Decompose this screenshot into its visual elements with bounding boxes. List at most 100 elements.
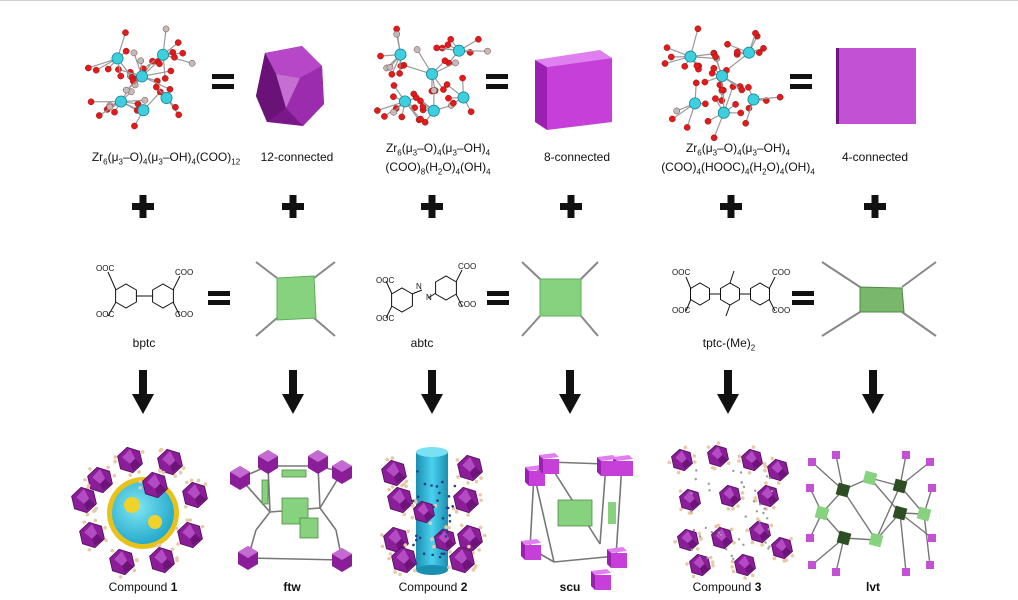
node-label-12-connected: 12-connected bbox=[260, 150, 334, 164]
linker-name-bptc: bptc bbox=[132, 336, 156, 350]
linker-atom bbox=[764, 541, 767, 544]
cuboctahedron-node bbox=[258, 450, 278, 474]
oxygen-atom bbox=[386, 64, 394, 71]
oxygen-atom bbox=[421, 118, 429, 126]
linker-atom bbox=[737, 538, 741, 541]
net-edge bbox=[869, 477, 901, 514]
linker-atom bbox=[446, 506, 450, 510]
zr-polyhedron bbox=[109, 548, 139, 579]
oxygen-atom bbox=[92, 66, 100, 74]
cuboctahedron-node bbox=[332, 548, 352, 572]
linker-atom bbox=[704, 526, 708, 530]
oxygen-atom bbox=[393, 30, 401, 38]
square-cluster-node bbox=[806, 484, 814, 492]
square-cluster-node bbox=[806, 534, 814, 542]
square-cluster-node bbox=[928, 484, 936, 492]
zr-polyhedron bbox=[447, 544, 478, 574]
square-linker-node-dark bbox=[892, 505, 908, 521]
linker-atom bbox=[412, 543, 415, 547]
linker-atom bbox=[730, 554, 734, 558]
linker-atom bbox=[442, 552, 446, 556]
linker-atom bbox=[416, 495, 420, 499]
oxygen-atom bbox=[430, 87, 438, 94]
equals-sign bbox=[790, 74, 812, 89]
node-label-4-connected: 4-connected bbox=[841, 150, 909, 164]
down-arrow bbox=[132, 370, 154, 414]
square-cluster-node bbox=[928, 534, 936, 542]
oxygen-atom bbox=[756, 49, 763, 56]
oxygen-atom bbox=[669, 115, 676, 123]
top-divider bbox=[0, 0, 1018, 1]
linker-atom bbox=[706, 556, 709, 560]
oxygen-atom bbox=[710, 64, 718, 72]
linker-atom bbox=[415, 538, 418, 542]
oxygen-atom bbox=[417, 115, 424, 123]
zr-polyhedron bbox=[685, 553, 715, 579]
equals-sign bbox=[486, 74, 508, 89]
oxygen-atom bbox=[413, 46, 421, 53]
bond-line bbox=[768, 276, 776, 290]
bond-line bbox=[172, 275, 181, 291]
linker-atom bbox=[739, 471, 743, 474]
benzene-ring bbox=[720, 282, 740, 306]
zr-atom bbox=[160, 92, 173, 104]
oxygen-atom bbox=[692, 79, 700, 87]
net-edge bbox=[811, 461, 844, 491]
net-edge bbox=[529, 473, 535, 549]
down-arrow bbox=[282, 370, 304, 414]
cluster-formula-3: Zr6(μ3–O)4(μ3–OH)4(COO)4(HOOC)4(H2O)4(OH… bbox=[661, 141, 815, 177]
oxygen-atom bbox=[167, 67, 175, 75]
square-linker-node bbox=[916, 506, 932, 522]
zr-atom bbox=[427, 104, 440, 117]
cuboctahedron-node bbox=[332, 460, 352, 484]
oxygen-atom bbox=[724, 40, 731, 48]
net-edge bbox=[247, 557, 343, 561]
linker-atom bbox=[690, 510, 693, 513]
zr-polyhedron bbox=[753, 481, 779, 511]
oxygen-atom bbox=[444, 41, 452, 49]
cuboctahedron-node bbox=[308, 450, 328, 474]
linker-atom bbox=[448, 514, 451, 517]
zr-polyhedron bbox=[430, 525, 456, 554]
net-edge bbox=[923, 513, 931, 566]
zr-polyhedron bbox=[387, 484, 417, 517]
oxygen-atom bbox=[381, 113, 388, 120]
square-linker-node-dark bbox=[892, 478, 908, 494]
oxygen-atom bbox=[374, 107, 381, 114]
oxygen-atom bbox=[445, 94, 452, 102]
oxygen-atom bbox=[440, 86, 447, 93]
oxygen-atom bbox=[475, 35, 482, 43]
bond-line bbox=[455, 269, 463, 283]
bond-line bbox=[685, 298, 692, 312]
zr-polyhedron bbox=[71, 483, 99, 517]
cube-node bbox=[597, 455, 617, 476]
oxygen-atom bbox=[179, 49, 187, 57]
linker-node-abtc bbox=[521, 261, 599, 337]
oxygen-atom bbox=[667, 53, 675, 61]
oxygen-atom bbox=[87, 98, 95, 106]
linker-atom bbox=[448, 519, 452, 523]
zr-atom bbox=[137, 104, 150, 117]
oxygen-atom bbox=[377, 52, 384, 60]
linker-atom bbox=[695, 469, 698, 472]
group-label: OOC bbox=[672, 268, 691, 277]
zr-atom bbox=[399, 95, 411, 108]
square-linker-node-dark bbox=[836, 530, 852, 546]
square-linker-node bbox=[862, 470, 878, 486]
zr-polyhedron bbox=[387, 543, 417, 577]
oxygen-atom bbox=[188, 60, 196, 67]
linker-atom bbox=[422, 552, 426, 556]
linker-atom bbox=[430, 484, 433, 487]
benzene-ring bbox=[115, 283, 137, 309]
zr-polyhedron bbox=[771, 536, 795, 563]
zr-polyhedron bbox=[381, 456, 409, 488]
linker-atom bbox=[740, 481, 743, 484]
linker-atom bbox=[438, 532, 442, 536]
oxygen-atom bbox=[131, 122, 138, 130]
linker-atom bbox=[755, 510, 759, 513]
square-linker-node bbox=[608, 502, 616, 524]
oxygen-atom bbox=[161, 75, 169, 82]
bond-line bbox=[385, 280, 393, 295]
compound-2-structure bbox=[380, 447, 487, 577]
